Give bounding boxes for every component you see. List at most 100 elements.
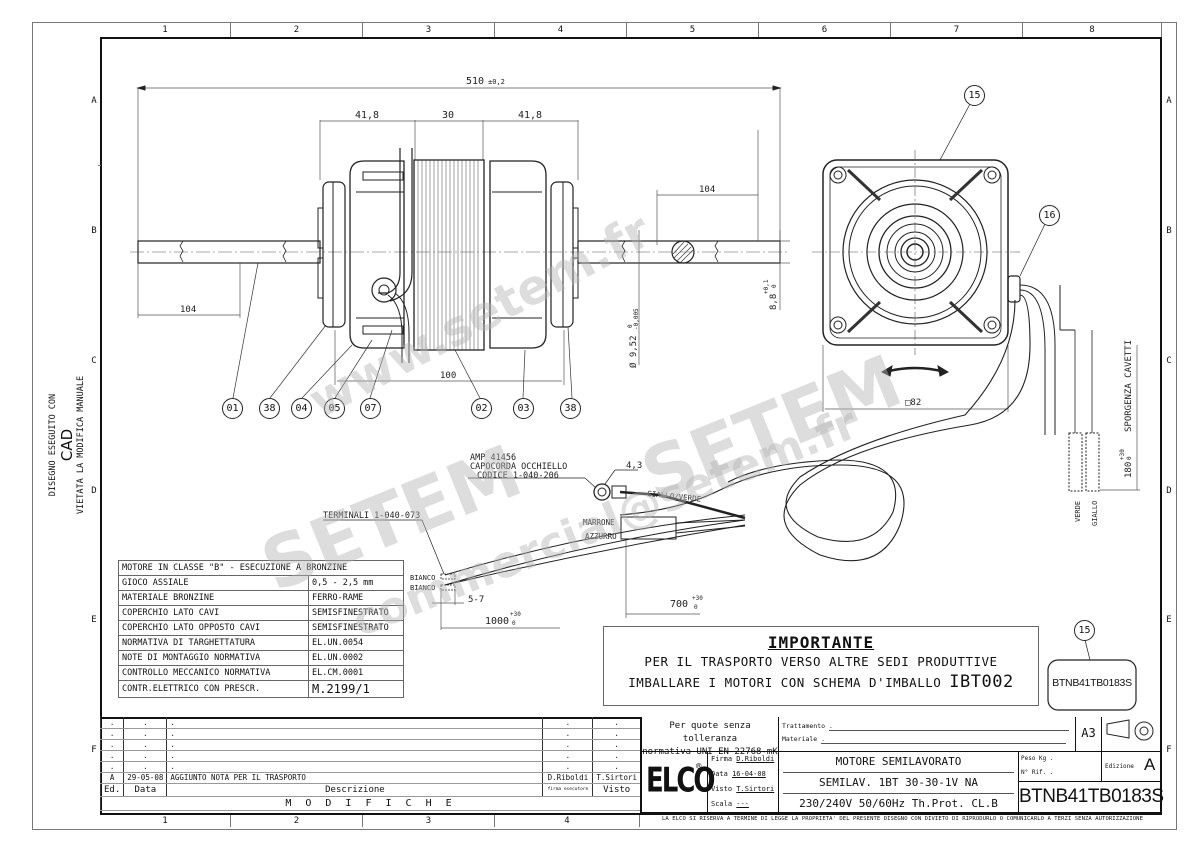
- row-label: C: [91, 356, 97, 366]
- dim-700-tol0: 0: [694, 604, 698, 611]
- visto-value: T.Sirtori: [736, 785, 775, 793]
- column-label: 4: [495, 815, 640, 827]
- dim-shaft-right: 104: [699, 185, 715, 195]
- eyelet-ref: AMP 41456: [470, 453, 516, 463]
- spec-value: EL.CM.0001: [308, 665, 404, 681]
- wire-label-azzurro: AZZURRO: [585, 532, 617, 541]
- tolerance-note: Per quote senza tolleranza normativa UNI…: [642, 717, 779, 757]
- spec-label: COPERCHIO LATO OPPOSTO CAVI: [118, 620, 309, 636]
- firma-value: D.Riboldi: [736, 755, 775, 763]
- sheet-format: A3: [1076, 717, 1102, 752]
- part-balloon: 01: [222, 398, 243, 419]
- rev-desc: .: [166, 717, 543, 729]
- column-label: 8: [1023, 23, 1162, 37]
- rev-desc: .: [166, 750, 543, 762]
- dim-1000-tol0: 0: [512, 620, 516, 627]
- rev-firma: .: [542, 728, 593, 740]
- peso-label: Peso Kg: [1021, 755, 1047, 762]
- eyelet-hole-dim: 4,3: [626, 461, 642, 471]
- dim-700: 700: [670, 599, 688, 610]
- treatment-material: Trattamento . Materiale .: [779, 717, 1076, 752]
- dim-shaft-dia: Ø 9,52: [628, 335, 639, 368]
- rev-ed: .: [99, 750, 124, 762]
- dim-180-tol0: 0: [1126, 456, 1133, 460]
- spec-value: 0,5 - 2,5 mm: [308, 575, 404, 591]
- column-label: 3: [363, 23, 495, 37]
- spec-table: MOTORE IN CLASSE "B" - ESECUZIONE A BRON…: [118, 560, 404, 698]
- rev-ed: .: [99, 717, 124, 729]
- trattamento-value: .: [828, 722, 1069, 731]
- spec-label: NOTE DI MONTAGGIO NORMATIVA: [118, 650, 309, 666]
- rev-ed: .: [99, 739, 124, 751]
- wire-label-marrone: MARRONE: [583, 518, 615, 527]
- materiale-label: Materiale: [782, 735, 818, 743]
- rev-firma: .: [542, 717, 593, 729]
- firma-label: Firma: [711, 755, 733, 763]
- rev-visto: T.Sirtori: [592, 772, 640, 784]
- row-label: D: [1166, 486, 1172, 496]
- materiale-value: .: [821, 735, 1067, 744]
- rev-date: .: [123, 750, 167, 762]
- wire-label-giallo-verde: GIALLO/VERDE: [647, 489, 702, 504]
- dim-shaft-dia-tol-lower: -0,005: [633, 308, 640, 330]
- part-balloon: 07: [360, 398, 381, 419]
- rev-firma: .: [542, 750, 593, 762]
- dim-1000-tol: +30: [510, 611, 521, 618]
- scala-value: ---: [736, 800, 749, 808]
- row-label: A: [91, 96, 97, 106]
- dim-700-tol: +30: [692, 595, 703, 602]
- dim-strip: 5-7: [468, 595, 484, 605]
- rev-visto: .: [592, 761, 640, 773]
- spec-value: EL.UN.0002: [308, 650, 404, 666]
- cable-protrusion-label: SPORGENZA CAVETTI: [1124, 340, 1134, 432]
- rev-ed: .: [99, 761, 124, 773]
- rev-date: .: [123, 761, 167, 773]
- data-label: Data: [711, 770, 728, 778]
- desc-line2: SEMILAV. 1BT 30-30-1V NA: [783, 773, 1014, 794]
- column-label: 7: [891, 23, 1023, 37]
- label-tag-code: BTNB41TB0183S: [1052, 677, 1132, 689]
- rev-ed: A: [99, 772, 124, 784]
- dim-square: □82: [905, 398, 921, 408]
- packing-scheme-code: IBT002: [949, 672, 1014, 692]
- eyelet-desc: CAPOCORDA OCCHIELLO: [470, 462, 567, 472]
- spec-value: EL.UN.0054: [308, 635, 404, 651]
- column-label: 3: [363, 815, 495, 827]
- peso-value: .: [1049, 755, 1054, 762]
- terminals-ref: TERMINALI 1-040-073: [323, 511, 420, 521]
- dim-180-tol: +30: [1119, 449, 1126, 460]
- rev-firma: .: [542, 761, 593, 773]
- rev-date: .: [123, 717, 167, 729]
- spec-label: CONTR.ELETTRICO CON PRESCR.: [118, 680, 309, 698]
- rev-visto: .: [592, 750, 640, 762]
- dim-overall-tol: ±0,2: [488, 78, 505, 86]
- row-label: F: [91, 745, 97, 755]
- rev-visto: .: [592, 728, 640, 740]
- desc-line1: MOTORE SEMILAVORATO: [783, 752, 1014, 773]
- row-label: E: [91, 615, 97, 625]
- row-label: A: [1166, 96, 1172, 106]
- row-label: E: [1166, 615, 1172, 625]
- rev-header-date: Data: [123, 783, 167, 797]
- rev-firma: D.Riboldi: [542, 772, 593, 784]
- drawing-frame: [100, 37, 1162, 815]
- rev-header-ed: Ed.: [99, 783, 124, 797]
- dim-right-bearing: 41,8: [518, 110, 542, 121]
- spec-header: MOTORE IN CLASSE "B" - ESECUZIONE A BRON…: [118, 560, 404, 576]
- rev-date: .: [123, 728, 167, 740]
- important-line1: PER IL TRASPORTO VERSO ALTRE SEDI PRODUT…: [644, 654, 998, 669]
- dim-shaft-dia-tol-upper: 0: [627, 324, 634, 328]
- edizione-label: Edizione: [1105, 763, 1134, 770]
- rev-date: .: [123, 739, 167, 751]
- important-line2: IMBALLARE I MOTORI CON SCHEMA D'IMBALLO: [628, 675, 942, 690]
- rev-desc: .: [166, 739, 543, 751]
- part-balloon: 15: [1074, 620, 1095, 641]
- row-label: F: [1166, 745, 1172, 755]
- rev-header-visto: Visto: [592, 783, 640, 797]
- weight-ref: Peso Kg . N° Rif. .: [1019, 752, 1102, 782]
- eyelet-code: CODICE 1-040-206: [477, 471, 559, 481]
- important-note: IMPORTANTE PER IL TRASPORTO VERSO ALTRE …: [603, 626, 1039, 706]
- column-label: 4: [495, 23, 627, 37]
